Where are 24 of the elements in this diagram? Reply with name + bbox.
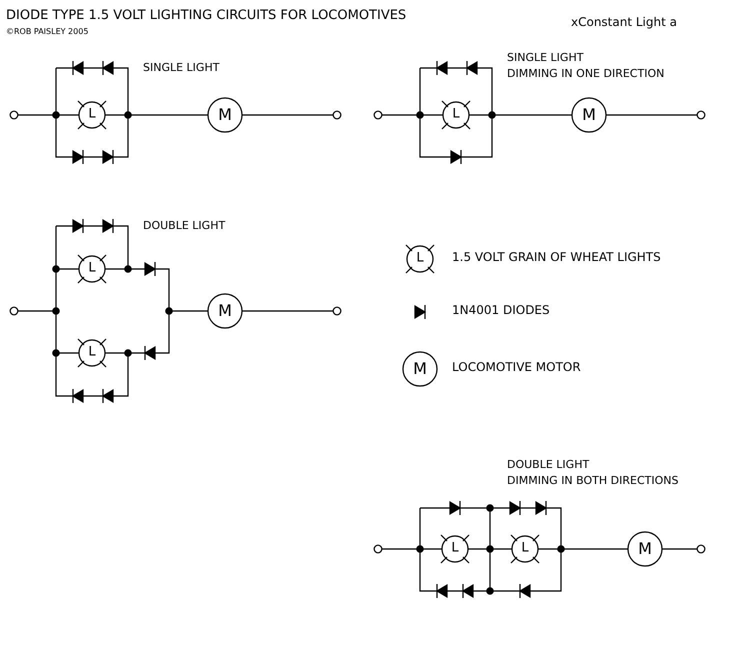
circuit-subtitle: DIMMING IN ONE DIRECTION [507, 68, 664, 81]
motor-letter: M [218, 106, 232, 124]
legend-text: 1.5 VOLT GRAIN OF WHEAT LIGHTS [452, 251, 661, 265]
copyright-note: ©ROB PAISLEY 2005 [6, 27, 88, 36]
title: DIODE TYPE 1.5 VOLT LIGHTING CIRCUITS FOR LOCOMOTIVES [6, 9, 406, 24]
circuit-title: DOUBLE LIGHT [143, 220, 226, 233]
lamp-letter: L [88, 108, 96, 122]
circuit-subtitle: DIMMING IN BOTH DIRECTIONS [507, 475, 678, 488]
lamp-letter: L [521, 542, 529, 556]
motor-letter: M [638, 540, 652, 558]
lamp-letter: L [88, 346, 96, 360]
motor-letter: M [413, 360, 427, 378]
lamp-letter: L [416, 252, 424, 266]
lamp-letter: L [451, 542, 459, 556]
lamp-letter: L [88, 262, 96, 276]
circuit-title: SINGLE LIGHT [143, 62, 220, 75]
motor-letter: M [218, 302, 232, 320]
circuit-title: SINGLE LIGHT [507, 52, 584, 65]
circuit-title: DOUBLE LIGHT [507, 459, 590, 472]
lamp-letter: L [452, 108, 460, 122]
legend-text: LOCOMOTIVE MOTOR [452, 361, 581, 375]
legend-text: 1N4001 DIODES [452, 304, 550, 318]
note: xConstant Light a [571, 16, 677, 30]
motor-letter: M [582, 106, 596, 124]
